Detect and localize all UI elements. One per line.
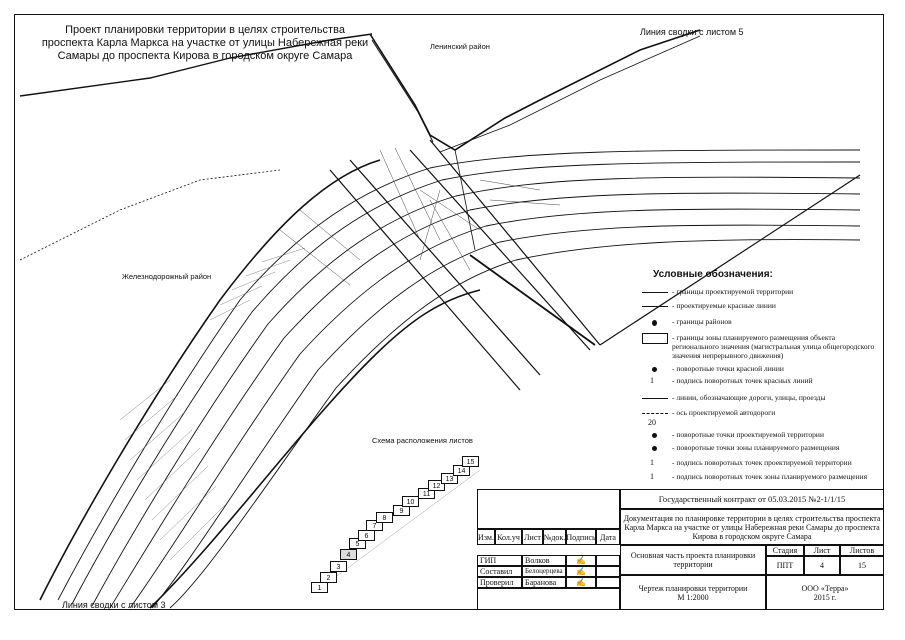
sheets-value: 15 (840, 556, 884, 575)
scheme-sheet-8: 8 (376, 512, 393, 523)
box-outline-icon (640, 333, 670, 345)
header-ndok: №док. (543, 529, 566, 545)
name-gip: Волков (522, 555, 566, 566)
legend-title: Условные обозначения: (653, 269, 773, 280)
organization: ООО «Терра» 2015 г. (766, 575, 884, 610)
cross-street (329, 139, 601, 391)
dotted-line-icon (640, 317, 670, 329)
bold-line-icon (640, 287, 670, 299)
legend-item: 1 - подпись поворотных точек красных лин… (640, 376, 880, 390)
legend-item: - границы зоны планируемого размещения о… (640, 333, 880, 360)
legend-item: - линии, обозначающие дороги, улицы, про… (640, 393, 880, 407)
legend-item: 1 - подпись поворотных точек проектируем… (640, 458, 880, 472)
line-icon (640, 301, 670, 313)
match-line-bottom-label: Линия сводки с листом 3 (62, 600, 166, 610)
sheet-frame (14, 14, 884, 610)
scheme-sheet-10: 10 (402, 496, 419, 507)
territory-boundary-lower (149, 289, 481, 609)
number-label-icon: 1 (650, 376, 654, 385)
line-icon (640, 393, 670, 405)
scheme-sheet-5: 5 (349, 538, 366, 549)
scheme-sheet-9: 9 (393, 505, 410, 516)
contract-info: Государственный контракт от 05.03.2015 №… (620, 489, 884, 509)
scheme-sheet-15: 15 (462, 456, 479, 467)
sheets-label: Листов (840, 545, 884, 556)
number-label-icon: 1 (650, 472, 654, 481)
header-data: Дата (596, 529, 620, 545)
axis-icon: 20 (640, 408, 670, 427)
legend-item: - границы проектируемой территории (640, 287, 880, 301)
legend-item: - поворотные точки зоны планируемого раз… (640, 443, 880, 457)
scheme-sheet-14: 14 (453, 465, 470, 476)
district-boundary (19, 169, 281, 261)
header-podpis: Подпись (566, 529, 596, 545)
district-label-railway: Железнодорожный район (122, 272, 212, 281)
sheet-label: Лист (804, 545, 840, 556)
cross-street-upper (369, 29, 701, 151)
project-title: Проект планировки территории в целях стр… (41, 24, 369, 62)
dot-icon (640, 443, 670, 455)
role-sostavil: Составил (477, 566, 522, 577)
legend-item: 20 - ось проектируемой автодороги (640, 408, 880, 430)
scheme-sheet-2: 2 (320, 572, 337, 583)
scheme-sheet-3: 3 (330, 561, 347, 572)
name-sostavil: Белоцерцева (522, 566, 566, 577)
match-line-top-label: Линия сводки с листом 5 (640, 27, 744, 37)
signature-proveril: ✍ (566, 577, 596, 588)
legend-item: - поворотные точки проектируемой террито… (640, 430, 880, 444)
sheet-value: 4 (804, 556, 840, 575)
drawing-name: Чертеж планировки территории М 1:2000 (620, 575, 766, 610)
district-label-lenin: Ленинский район (430, 42, 490, 51)
signature-gip: ✍ (566, 555, 596, 566)
stage-label: Стадия (766, 545, 804, 556)
signature-sostavil: ✍ (566, 566, 596, 577)
header-kol: Кол.уч (495, 529, 522, 545)
header-izm: Изм. (477, 529, 495, 545)
dot-icon (640, 364, 670, 376)
territory-boundary-upper (19, 33, 373, 97)
scheme-sheet-13: 13 (441, 473, 458, 484)
header-list: Лист (522, 529, 543, 545)
legend-item: - границы районов (640, 317, 880, 331)
scheme-sheet-12: 12 (428, 480, 445, 491)
name-proveril: Баранова (522, 577, 566, 588)
revision-area (477, 489, 620, 529)
scheme-title: Схема расположения листов (372, 436, 473, 445)
role-gip: ГИП (477, 555, 522, 566)
dot-icon (640, 430, 670, 442)
legend-item: - поворотные точки красной линии (640, 364, 880, 378)
section-name: Основная часть проекта планировки террит… (620, 545, 766, 575)
legend-item: 1 - подпись поворотных точек зоны планир… (640, 472, 880, 486)
scheme-sheet-1: 1 (311, 582, 328, 593)
scheme-sheet-4: 4 (340, 549, 357, 560)
stage-value: ППТ (766, 556, 804, 575)
document-title: Документация по планировке территории в … (620, 509, 884, 545)
legend-item: - проектируемые красные линии (640, 301, 880, 315)
scheme-sheet-7: 7 (366, 520, 383, 531)
role-proveril: Проверил (477, 577, 522, 588)
scheme-sheet-11: 11 (418, 488, 435, 499)
title-block: Изм. Кол.уч Лист №док. Подпись Дата ГИП … (477, 489, 884, 610)
sheet-layout-scheme-lines (317, 469, 481, 591)
number-label-icon: 1 (650, 458, 654, 467)
